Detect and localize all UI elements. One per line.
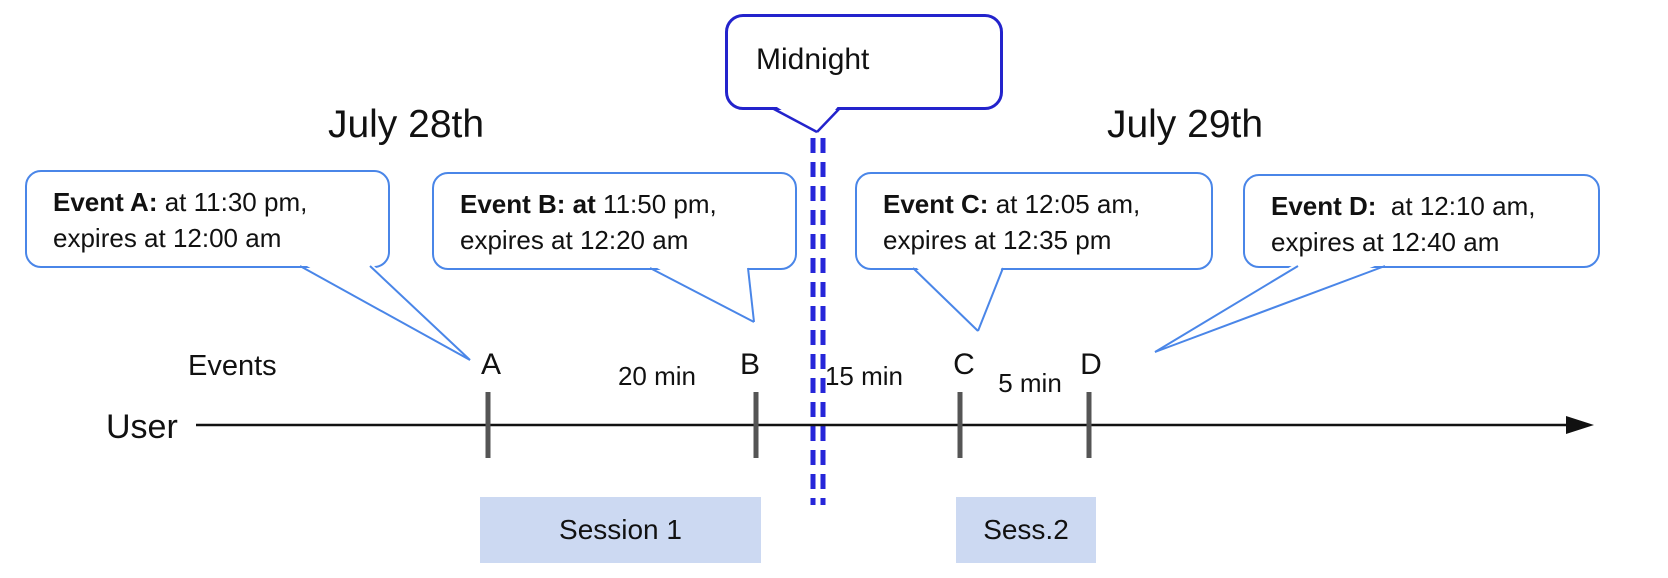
callout-tail-c (912, 264, 1004, 332)
user-row-label: User (106, 408, 178, 446)
callout-event-c-line2: expires at 12:35 pm (883, 225, 1112, 255)
callout-tail-a (299, 262, 471, 361)
callout-event-b: Event B: at 11:50 pm, expires at 12:20 a… (432, 172, 797, 270)
callout-event-b-line2: expires at 12:20 am (460, 225, 689, 255)
session-2-label: Sess.2 (983, 514, 1069, 545)
events-row-label: Events (188, 350, 277, 382)
tick-label-c: C (953, 348, 975, 381)
callout-tail-b (649, 264, 755, 323)
callout-event-a: Event A: at 11:30 pm, expires at 12:00 a… (25, 170, 390, 268)
interval-label-15min: 15 min (824, 361, 904, 391)
tick-label-b: B (739, 348, 761, 381)
session-1-box: Session 1 (480, 497, 761, 563)
callout-event-d-line2: expires at 12:40 am (1271, 227, 1500, 257)
callout-event-d: Event D: at 12:10 am, expires at 12:40 a… (1243, 174, 1600, 268)
midnight-label: Midnight (756, 43, 870, 76)
date-label-july-29: July 29th (1106, 103, 1264, 146)
interval-label-20min: 20 min (617, 361, 697, 391)
session-1-label: Session 1 (559, 514, 682, 545)
callout-event-c: Event C: at 12:05 am, expires at 12:35 p… (855, 172, 1213, 270)
callout-event-c-line1: Event C: at 12:05 am, (883, 189, 1141, 219)
tick-label-a: A (480, 348, 502, 381)
midnight-callout: Midnight (725, 14, 1003, 110)
callout-event-a-line2: expires at 12:00 am (53, 223, 282, 253)
timeline-arrowhead-icon (1566, 416, 1594, 434)
callout-tail-d (1154, 262, 1386, 353)
callout-event-b-line1: Event B: at 11:50 pm, (460, 189, 717, 219)
date-label-july-28: July 28th (327, 103, 485, 146)
callout-event-d-line1: Event D: at 12:10 am, (1271, 191, 1536, 221)
interval-label-5min: 5 min (998, 368, 1062, 398)
callout-event-a-line1: Event A: at 11:30 pm, (53, 187, 308, 217)
session-2-box: Sess.2 (956, 497, 1096, 563)
tick-label-d: D (1080, 348, 1102, 381)
